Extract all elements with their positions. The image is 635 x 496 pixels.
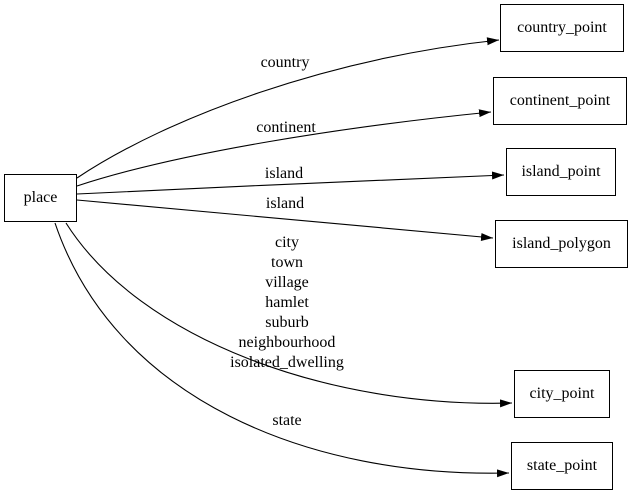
edge-label-island-polygon: island	[265, 195, 305, 212]
node-island-point-label: island_point	[521, 163, 601, 180]
node-country-point-label: country_point	[517, 19, 607, 36]
edge-label-neighbourhood: neighbourhood	[238, 334, 336, 351]
edge-place-island-point	[76, 171, 505, 195]
edge-label-suburb: suburb	[265, 314, 309, 331]
node-state-point-label: state_point	[526, 457, 598, 474]
edge-label-city: city	[274, 234, 299, 251]
edge-place-city-point	[65, 222, 513, 408]
edge-label-isolated-dwelling: isolated_dwelling	[230, 354, 344, 371]
edge-place-continent-point	[76, 109, 492, 187]
edge-label-island-point: island	[264, 165, 304, 182]
edge-place-country-point	[76, 37, 500, 179]
edge-label-state: state	[272, 412, 302, 429]
edge-place-state-point	[54, 222, 510, 478]
edge-label-continent: continent	[256, 119, 316, 136]
edge-label-hamlet: hamlet	[265, 294, 309, 311]
node-island-point: island_point	[506, 148, 616, 196]
edge-place-island-polygon	[76, 199, 494, 241]
edge-label-town: town	[270, 254, 303, 271]
edge-label-country: country	[260, 54, 310, 71]
node-state-point: state_point	[511, 442, 613, 490]
node-place: place	[4, 174, 77, 222]
node-city-point: city_point	[514, 370, 610, 418]
node-country-point: country_point	[500, 4, 624, 52]
edge-label-city-point-block: city town village hamlet suburb neighbou…	[230, 233, 344, 373]
node-island-polygon-label: island_polygon	[512, 235, 611, 252]
node-continent-point-label: continent_point	[509, 92, 611, 109]
node-city-point-label: city_point	[529, 385, 595, 402]
node-place-label: place	[23, 189, 58, 206]
node-island-polygon: island_polygon	[495, 220, 628, 268]
edge-label-village: village	[265, 274, 309, 291]
node-continent-point: continent_point	[493, 77, 627, 125]
